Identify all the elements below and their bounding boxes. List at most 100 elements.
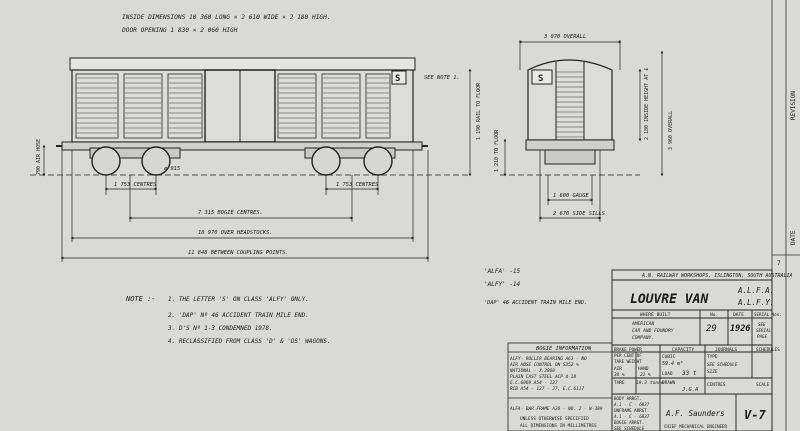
units-note-2: ALL DIMENSIONS IN MILLIMETRES	[520, 423, 597, 429]
end-overall-height-text: 3 960 OVERALL	[668, 111, 674, 150]
bogie-centres-text: 7 315 BOGIE CENTRES.	[198, 210, 263, 216]
journals-label: JOURNALS	[715, 347, 737, 353]
bogie-info-line-2: AIR HOSE CONTROL ON S352 %	[509, 362, 579, 368]
hand-value: 22 %	[640, 372, 651, 378]
brake-power-label-3: TARE WEIGHT	[614, 359, 642, 364]
louvre-panel	[277, 73, 317, 139]
where-built-line-1: AMERICAN	[631, 321, 654, 327]
capacity-label: CAPACITY	[672, 347, 694, 353]
serial-value-3: PAGE	[757, 334, 768, 339]
bogie-info-line-1: ALFY- ROLLER BEARING A63 - NO	[509, 356, 587, 362]
gauge-text: 1 600 GAUGE	[553, 193, 589, 199]
end-overall-width-text: 3 070 OVERALL	[543, 34, 586, 40]
date-label: DATE	[733, 312, 744, 318]
bogie-info-line-5: E.C.6069 A54 - 127	[510, 380, 558, 386]
end-inside-height-text: 2 180 INSIDE HEIGHT AT £	[644, 68, 650, 140]
louvre-panel	[365, 73, 391, 139]
right-bogie-frame	[304, 147, 396, 159]
note-3: 3. D'S Nº 1-3 CONDEMNED 1978.	[167, 325, 273, 332]
units-note-1: UNLESS OTHERWISE SPECIFIED	[520, 416, 589, 422]
louvre-panel	[167, 73, 203, 139]
air-label: AIR	[614, 366, 622, 372]
load-label: LOAD	[662, 371, 673, 377]
end-bogie	[544, 149, 596, 165]
bogie-info-line-4: PLAIN CAST STEEL ACP 4-18	[510, 374, 576, 380]
note-1: 1. THE LETTER 'S' ON CLASS 'ALFY' ONLY.	[168, 296, 309, 303]
side-sills-text: 2 670 SIDE SILLS	[553, 211, 606, 217]
alfy-count-text: 'ALFY' -14	[484, 281, 521, 288]
louvre-panel	[321, 73, 361, 139]
class-alfa: A.L.F.A.	[737, 286, 774, 295]
type-value: SEE SCHEDULE	[707, 362, 738, 367]
air-hose-height-text: 790 AIR HOSE	[36, 139, 42, 175]
note-2: 2. 'DAP' Nº 46 ACCIDENT TRAIN MILE END.	[168, 312, 309, 319]
dap-note-text: 'DAP' 46 ACCIDENT TRAIN MILE END.	[484, 300, 587, 306]
type-label: TYPE	[707, 354, 718, 360]
brake-power-label-2: PER CENT OF	[614, 353, 642, 358]
serial-value-1: SEE	[758, 322, 766, 327]
side-roof	[69, 57, 416, 71]
revision-column	[771, 0, 800, 431]
number-value: 29	[706, 324, 717, 334]
scale-label: SCALE	[756, 382, 770, 388]
end-dimension-lines	[503, 40, 664, 222]
end-letter: S	[538, 74, 543, 84]
left-bogie-frame	[89, 147, 181, 159]
tare-value: 19.3 tonne	[636, 380, 664, 386]
serial-value-2: SERIAL	[756, 328, 772, 333]
bogie-arrgt-value: SEE SCHEDULE	[614, 426, 645, 431]
revision-mark: 7	[777, 260, 781, 267]
brake-power-label-1: BRAKE POWER	[614, 347, 642, 352]
hand-label: HAND	[638, 366, 649, 372]
signature: A.F. Saunders	[665, 409, 725, 418]
wheel-diameter-text: ø 915	[164, 166, 180, 172]
serial-label: SERIAL Nos.	[754, 312, 782, 317]
where-built-label: WHERE BUILT	[640, 312, 671, 318]
revision-date-label: DATE	[790, 230, 797, 245]
drawing-title: LOUVRE VAN	[630, 292, 708, 307]
where-built-line-3: COMPANY.	[632, 335, 654, 341]
schedules-label: SCHEDULES	[756, 347, 780, 353]
inside-dimensions-text: INSIDE DIMENSIONS 10 360 LONG × 2 610 WI…	[122, 14, 331, 21]
rail-to-floor-text: 1 190 RAIL TO FLOOR	[476, 82, 482, 140]
coupling-points-text: 11 848 BETWEEN COUPLING POINTS.	[188, 250, 289, 256]
bogie-arrgt-label: BOGIE ARRGT.	[614, 420, 644, 425]
drawn-label: DRAWN	[662, 380, 676, 386]
end-rail-to-floor-text: 1 210 TO FLOOR	[494, 129, 500, 172]
revision-label: REVISION	[790, 91, 797, 120]
tare-label: TARE	[614, 380, 625, 386]
side-view: S	[30, 57, 470, 176]
drawing-number: V-7	[744, 408, 766, 422]
drawn-value: J.G.A	[681, 387, 698, 393]
door-opening-text: DOOR OPENING 1 830 × 2 060 HIGH	[121, 27, 238, 34]
air-value: 38 %	[613, 372, 625, 378]
underframe-arrgt-label: UNFRAME ARRGT.	[614, 408, 649, 413]
left-bogie-centres-text: 1 753 CENTRES	[114, 182, 157, 188]
class-alfy: A.L.F.Y.	[737, 298, 774, 307]
see-note-text: SEE NOTE 1.	[424, 75, 460, 81]
side-letter: S	[395, 74, 400, 84]
alfa-count-text: 'ALFA' -15	[484, 268, 521, 275]
louvre-panel	[75, 73, 119, 139]
wheel-4	[363, 146, 393, 176]
bogie-info-line-6: RCB A54 - 127 - J7, E.C.6117	[510, 386, 584, 392]
wheel-3	[311, 146, 341, 176]
date-value: 1926	[730, 324, 750, 334]
load-value: 33 t	[681, 370, 697, 377]
louvre-panel	[123, 73, 163, 139]
where-built-line-2: CAR AND FOUNDRY	[632, 328, 675, 334]
bogie-info-bottom-note: ALFA- BAR FRAME A36 - NO. 2 - W-389	[509, 406, 603, 412]
cubic-value: 59.4 m³	[662, 361, 683, 367]
over-headstocks-text: 10 970 OVER HEADSTOCKS.	[198, 230, 273, 236]
bogie-info-title: BOGIE INFORMATION	[536, 346, 592, 352]
end-slats	[555, 62, 585, 140]
size-label: SIZE	[707, 369, 718, 375]
body-arrgt-value: A.1 - C - 6837	[613, 402, 650, 407]
end-letter-plate	[531, 69, 553, 85]
works-name: A.N. RAILWAY WORKSHOPS, ISLINGTON, SOUTH…	[641, 273, 793, 279]
bogie-info-line-3: NATIONAL - X.2860	[509, 368, 555, 374]
end-underframe	[525, 139, 615, 151]
chief-engineer-label: CHIEF MECHANICAL ENGINEER	[664, 424, 728, 429]
